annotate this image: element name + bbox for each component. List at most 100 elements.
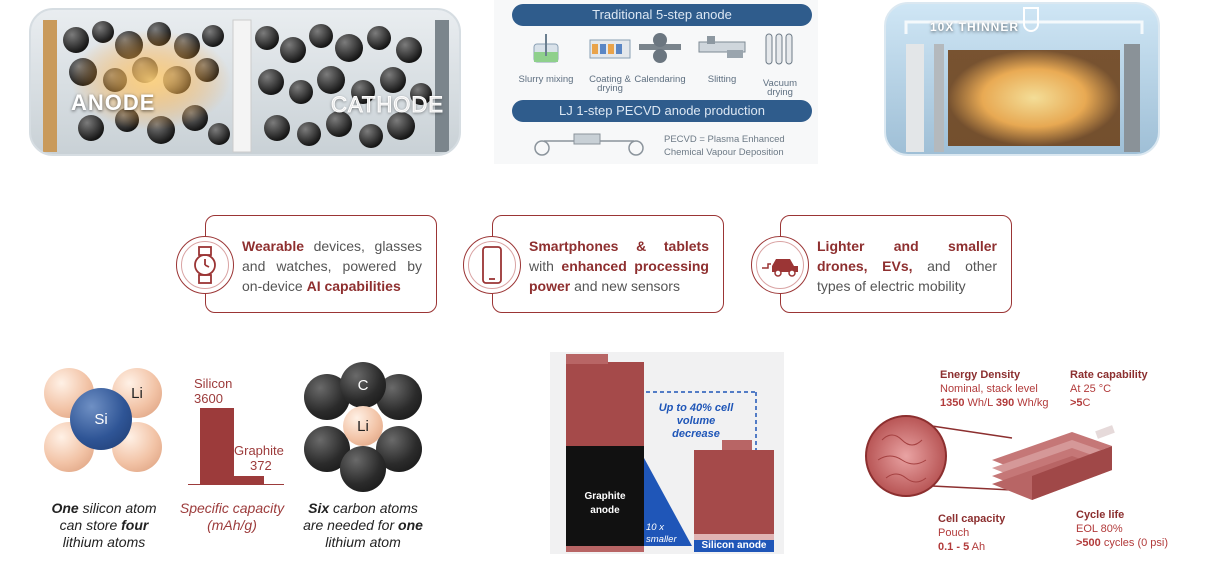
graphite-value: 372 [250,458,272,473]
capacity-unit: Ah [969,541,986,553]
energy-value-1: 1350 [940,397,965,409]
rate-value: >5 [1070,397,1083,409]
slitting-icon [698,36,746,58]
silicon-bar [200,408,234,484]
caption-bold: four [121,517,149,533]
leydenjar-cell-illustration [865,415,1115,500]
card-smartphones-bold-2: enhanced processing power [529,258,709,294]
electric-car-glyph [762,259,798,277]
lithium-atom-center: Li [343,406,383,446]
step-vacuum-drying: Vacuum drying [750,32,810,97]
cycle-sub: EOL 80% [1076,523,1123,535]
caption-bold: One [51,500,79,516]
caption-bold: one [398,517,423,533]
card-wearables: Wearable devices, glasses and watches, p… [205,215,437,313]
pecvd-line-2: Chemical Vapour Deposition [664,147,784,158]
caption-text: lithium atom [325,534,401,550]
graphite-anode-label: Graphite anode [584,491,626,516]
silicon-name: Silicon [194,376,233,391]
card-wearables-bold-2: AI capabilities [306,278,401,294]
card-mobility-text-1: and other types of electric mobility [817,258,997,294]
graphite-name: Graphite [234,443,284,458]
caption-text: carbon atoms are needed for [303,500,418,533]
lj-process-title: LJ 1-step PECVD anode production [512,100,812,122]
battery-cross-section-illustration [43,19,449,153]
energy-value-2: 390 [995,397,1015,409]
card-smartphones-text-2: and new sensors [570,278,680,294]
cycle-title: Cycle life [1076,509,1125,521]
silicon-cell-terminal [722,440,752,450]
anode-process-comparison: Traditional 5-step anode Slurry mixing C… [494,0,818,164]
card-wearables-bold-1: Wearable [242,238,304,254]
li-label: Li [357,417,369,435]
capacity-baseline [188,484,284,485]
cycle-life-label: Cycle life EOL 80% >500 cycles (0 psi) [1076,508,1168,550]
step-calendaring: Calendaring [630,32,690,84]
graphite-anode-layer [566,446,644,546]
energy-unit-1: Wh/L [964,397,996,409]
cycle-value: >500 [1076,537,1101,549]
vacuum-drying-icon [765,33,793,65]
energy-density-label: Energy Density Nominal, stack level 1350… [940,368,1048,410]
silicon-cell [694,450,774,534]
caption-bold: Six [308,500,330,516]
energy-title: Energy Density [940,369,1021,381]
rate-sub: At 25 °C [1070,383,1112,395]
graphite-cell-top [566,362,644,446]
carbon-atom [340,446,386,492]
capacity-value: 0.1 - 5 [938,541,970,553]
capacity-sub: Pouch [938,527,970,539]
thinner-anode-image: 10X THINNER [884,2,1160,156]
step-coating-drying: Coating & drying [580,32,640,93]
anode-label: ANODE [71,90,156,115]
step-label: Coating & drying [589,74,631,94]
carbon-atom-c: C [340,362,386,408]
coating-drying-icon [589,39,631,59]
energy-unit-2: Wh/kg [1014,397,1049,409]
ten-x-thinner-label: 10X THINNER [930,20,1020,34]
step-label: Slitting [707,74,737,85]
traditional-process-title: Traditional 5-step anode [512,4,812,26]
step-slurry-mixing: Slurry mixing [516,32,576,84]
card-smartphones-text-1: with [529,258,562,274]
calendaring-rollers-icon [639,33,681,63]
thin-anode-illustration [904,7,1144,152]
caption-text: silicon atom can store [59,500,157,533]
electric-car-icon [751,236,809,294]
pecvd-definition: PECVD = Plasma Enhanced Chemical Vapour … [664,133,785,159]
cell-volume-comparison: Graphite anode Up to 40% cell volume dec… [550,352,784,554]
step-label: Calendaring [634,74,686,85]
card-wearables-text-1: devices, glasses and watches, powered by… [242,238,422,294]
graphite-cell-terminal [566,354,608,364]
card-electric-mobility: Lighter and smaller drones, EVs, and oth… [780,215,1012,313]
graphite-bar [234,476,264,484]
card-mobility-bold-1: Lighter and smaller drones, EVs, [817,238,997,274]
si-label: Si [94,410,108,428]
silicon-caption: One silicon atom can store four lithium … [44,500,164,551]
pecvd-roll-to-roll-icon [534,133,644,156]
ten-x-smaller-label: 10 x smaller [646,522,677,545]
graphite-cell-bottom [566,546,644,552]
carbon-caption: Six carbon atoms are needed for one lith… [298,500,428,551]
silicon-anode-layer [694,534,774,540]
silicon-anode-label: Silicon anode [694,540,774,552]
smartphone-icon [463,236,521,294]
anode-cathode-image: ANODE CATHODE [29,8,461,156]
volume-decrease-text: Up to 40% cell volume decrease [658,402,734,440]
smartwatch-icon [176,236,234,294]
caption-text: lithium atoms [62,534,146,550]
slurry-mixer-icon [533,34,559,63]
energy-sub: Nominal, stack level [940,383,1038,395]
card-smartphones-bold-1: Smartphones & tablets [529,238,709,254]
cycle-unit: cycles (0 psi) [1100,537,1169,549]
rate-title: Rate capability [1070,369,1148,381]
silicon-atom: Si [70,388,132,450]
step-label: Vacuum drying [762,78,798,98]
cathode-label: CATHODE [331,92,444,118]
step-label: Slurry mixing [518,74,574,85]
silicon-value: 3600 [194,391,223,406]
rate-unit: C [1082,397,1091,409]
capacity-caption: Specific capacity (mAh/g) [179,500,285,533]
